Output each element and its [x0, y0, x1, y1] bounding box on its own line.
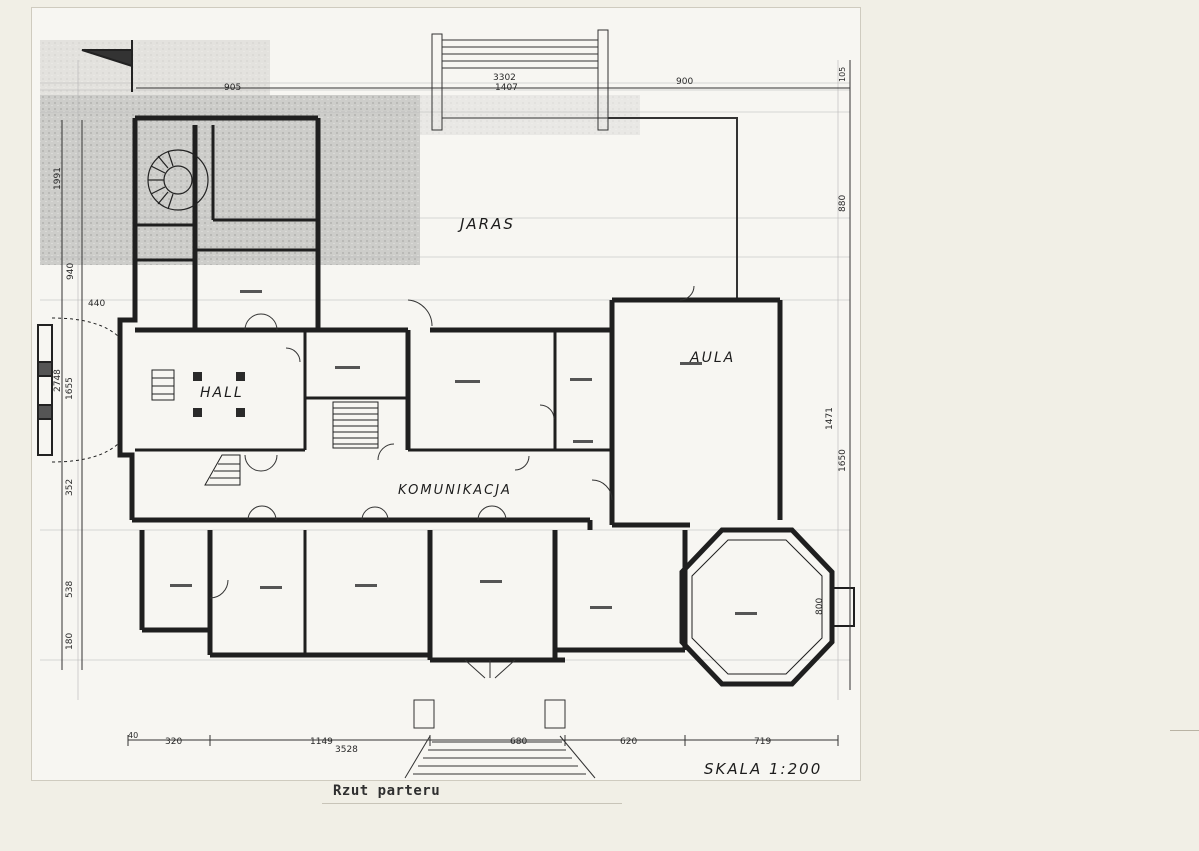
caption-underline	[322, 803, 622, 804]
dim-right-3: 1650	[838, 449, 848, 472]
door-swings	[209, 285, 695, 599]
floor-plan-drawing: JARAS HALL AULA KOMUNIKACJA 3302 1407 90…	[37, 29, 855, 779]
plan-paper: JARAS HALL AULA KOMUNIKACJA 3302 1407 90…	[32, 8, 860, 780]
north-arrow-icon	[81, 40, 133, 92]
room-label-corridor: KOMUNIKACJA	[398, 483, 512, 498]
straight-stairs	[151, 369, 379, 486]
hall-columns	[193, 372, 245, 417]
entrance-stairs	[404, 659, 596, 779]
dim-right-2: 1471	[825, 407, 835, 430]
octagon-room	[679, 527, 855, 687]
dim-top-5: 105	[838, 67, 847, 82]
dim-left-1: 440	[88, 299, 105, 309]
dim-left-5: 1655	[65, 377, 75, 400]
dim-top-1: 3302	[493, 73, 516, 83]
dim-top-4: 900	[676, 77, 693, 87]
scan-noise	[40, 40, 640, 265]
dim-left-8: 180	[65, 633, 75, 650]
room-label-terrace: JARAS	[457, 215, 515, 233]
dim-bottom-6: 620	[620, 737, 637, 747]
spiral-stair	[147, 149, 209, 211]
dim-top-3: 905	[224, 83, 241, 93]
building-walls	[117, 115, 783, 663]
dim-right-4: 800	[815, 598, 825, 615]
room-label-hall: HALL	[200, 385, 244, 401]
dim-left-2: 940	[66, 263, 76, 280]
dim-left-7: 538	[65, 581, 75, 598]
scale-label: SKALA 1:200	[704, 760, 822, 778]
drawing-caption: Rzut parteru	[333, 783, 441, 799]
room-tags	[170, 290, 757, 615]
dim-top-2: 1407	[495, 83, 518, 93]
dim-right-1: 880	[838, 195, 848, 212]
room-label-aula: AULA	[689, 350, 735, 366]
dimension-lines	[61, 60, 851, 746]
dim-left-3: 1991	[53, 167, 63, 190]
dim-bottom-4: 3528	[335, 745, 358, 755]
dim-left-4: 2748	[53, 369, 63, 392]
dim-bottom-2: 320	[165, 737, 182, 747]
dim-bottom-3: 1149	[310, 737, 333, 747]
portico	[37, 317, 121, 463]
dim-bottom-5: 680	[510, 737, 527, 747]
terrace-outline	[442, 117, 738, 300]
dim-bottom-1: 40	[128, 731, 138, 740]
dim-bottom-7: 719	[754, 737, 771, 747]
terrace-stairs	[431, 29, 609, 131]
dim-left-6: 352	[65, 479, 75, 496]
edge-mark	[1170, 730, 1199, 731]
